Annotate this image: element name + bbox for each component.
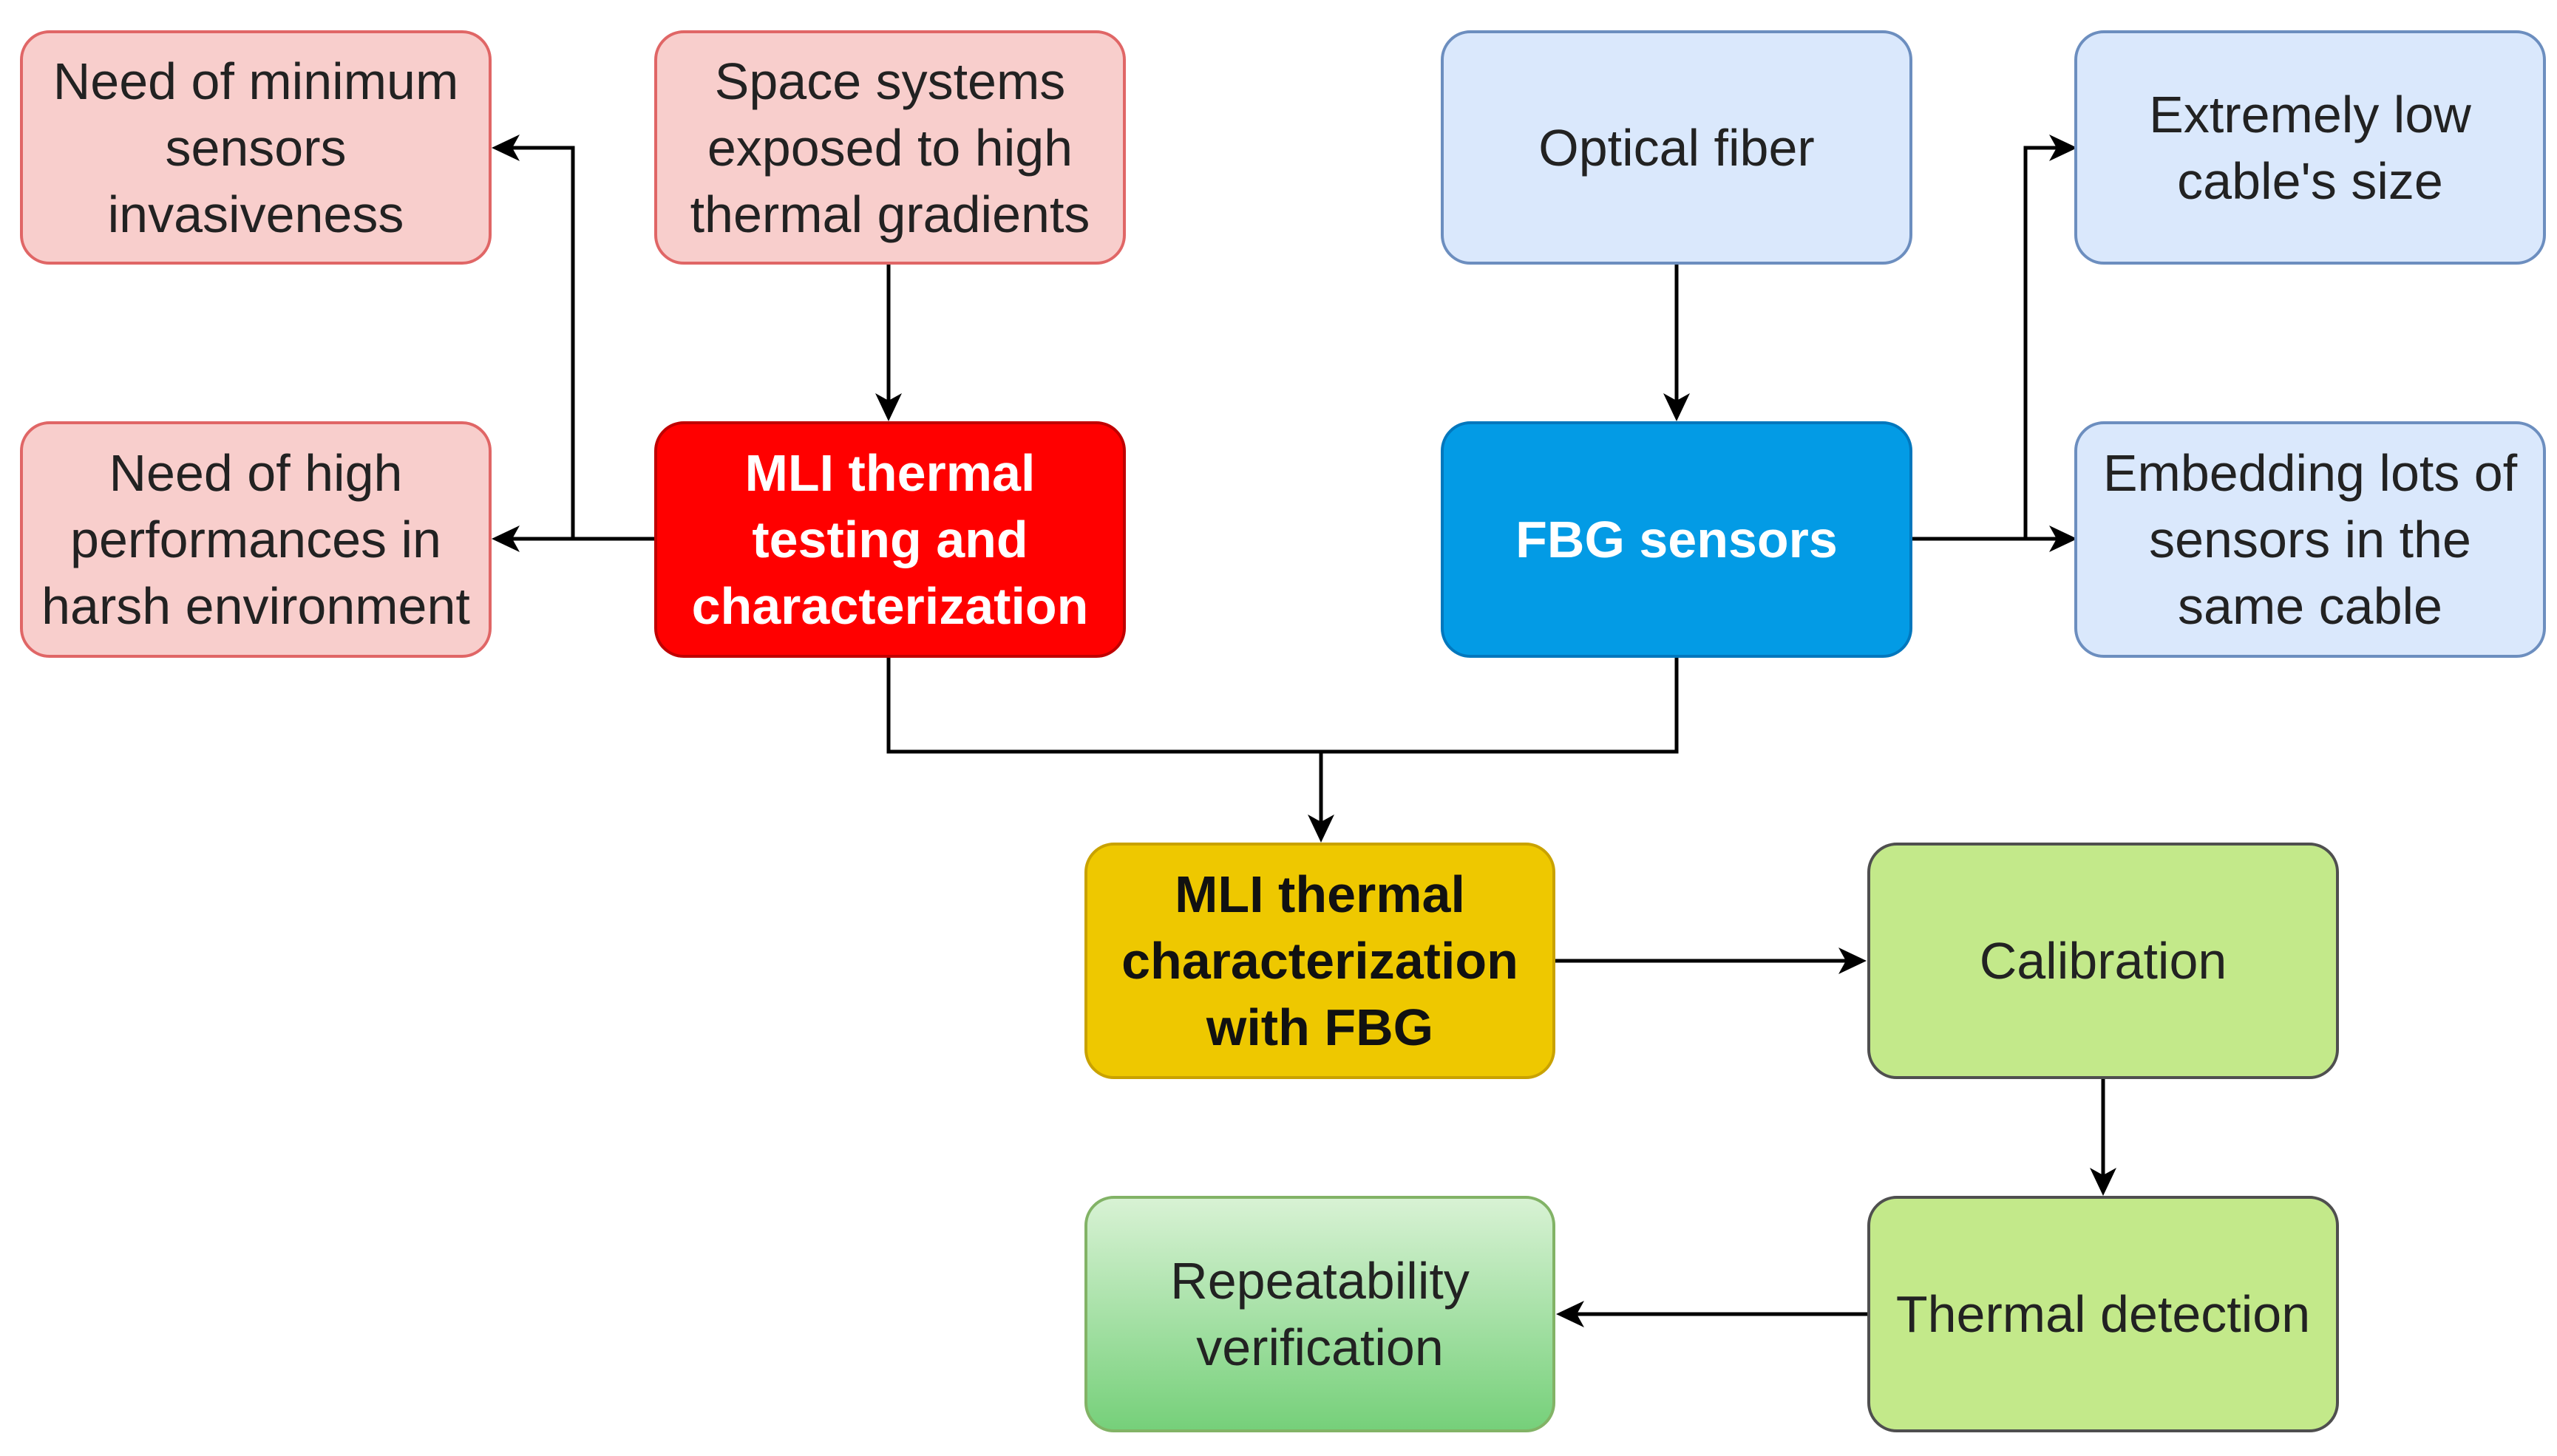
optical-fiber-box: Optical fiber [1441,30,1912,265]
need-min-invasiveness-box: Need of minimum sensors invasiveness [20,30,492,265]
space-systems-box: Space systems exposed to high thermal gr… [654,30,1126,265]
calibration-box: Calibration [1867,843,2339,1079]
low-cable-size-box: Extremely low cable's size [2074,30,2546,265]
arrowhead-calibration [1838,948,1867,974]
repeatability-box: Repeatability verification [1084,1196,1555,1432]
arrowhead-high-performance [492,525,520,552]
fbg-sensors-box: FBG sensors [1441,421,1912,658]
need-high-performance-box: Need of high performances in harsh envir… [20,421,492,658]
arrowhead-min-invasiveness [492,135,520,161]
embedding-sensors-box: Embedding lots of sensors in the same ca… [2074,421,2546,658]
arrowhead-fbg-sensors [1663,393,1690,421]
mli-with-fbg-box: MLI thermal characterization with FBG [1084,843,1555,1079]
arrowhead-thermal-detection [2090,1168,2116,1196]
arrow-mli-and-fbg-merge [886,658,1679,831]
arrow-mli-to-min-invasiveness [495,146,654,541]
arrowhead-mli-testing [875,393,902,421]
mli-testing-box: MLI thermal testing and characterization [654,421,1126,658]
arrowhead-embedding [2049,525,2077,552]
arrowhead-low-cable [2049,135,2077,161]
arrowhead-repeatability [1556,1301,1584,1327]
arrowhead-mli-with-fbg [1308,814,1334,843]
arrow-fbg-to-low-cable [1912,146,2066,541]
thermal-detection-box: Thermal detection [1867,1196,2339,1432]
